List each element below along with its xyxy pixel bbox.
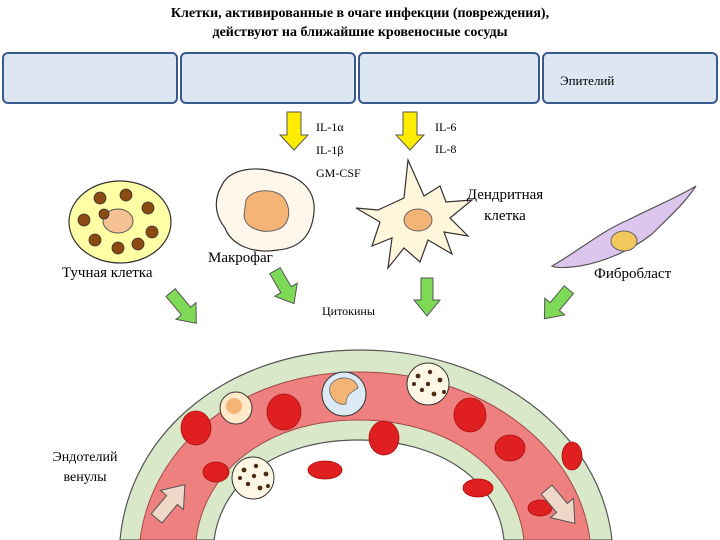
label-cytokines: Цитокины [322,304,375,318]
yellow-arrow-right [394,111,426,151]
cytokine-il8: IL-8 [435,142,457,156]
label-venule-endothelium: Эндотелий венулы [40,448,130,488]
dendritic-cell [355,157,474,271]
cytokine-gmcsf: GM-CSF [316,166,361,180]
vessel-basophil-top [406,362,450,406]
fibroblast-cell [550,185,697,269]
cytokine-il6: IL-6 [435,120,457,134]
green-arrow-macrophage [269,266,298,305]
label-mast-cell: Тучная клетка [62,265,153,281]
label-dendritic-cell: Дендритная клетка [466,187,544,224]
vessel-leukocyte [219,391,253,425]
mast-cell [68,180,172,264]
green-arrow-mast [165,288,197,324]
green-arrow-fibroblast [543,285,575,320]
macrophage-cell [215,168,315,252]
epithelium-cell-4 [542,52,718,104]
label-fibroblast: Фибробласт [594,266,672,282]
vessel-basophil-bottom [231,456,275,500]
title-line-2: действуют на ближайшие кровеносные сосуд… [212,25,508,40]
diagram-title: Клетки, активированные в очаге инфекции … [0,4,720,42]
vessel-monocyte [321,371,367,417]
epithelium-label: Эпителий [560,73,615,88]
label-macrophage: Макрофаг [208,250,273,266]
cytokine-il1a: IL-1α [316,120,344,134]
extravasation-arrow-left [150,484,186,524]
epithelium-cell-2 [180,52,356,104]
cytokine-il1b: IL-1β [316,143,344,157]
epithelium-cell-1 [2,52,178,104]
epithelium-cell-3 [358,52,540,104]
title-line-1: Клетки, активированные в очаге инфекции … [170,6,550,21]
extravasation-arrow-right [540,484,576,524]
venule [119,349,613,540]
green-arrow-dendritic [412,277,442,317]
yellow-arrow-left [278,111,310,151]
